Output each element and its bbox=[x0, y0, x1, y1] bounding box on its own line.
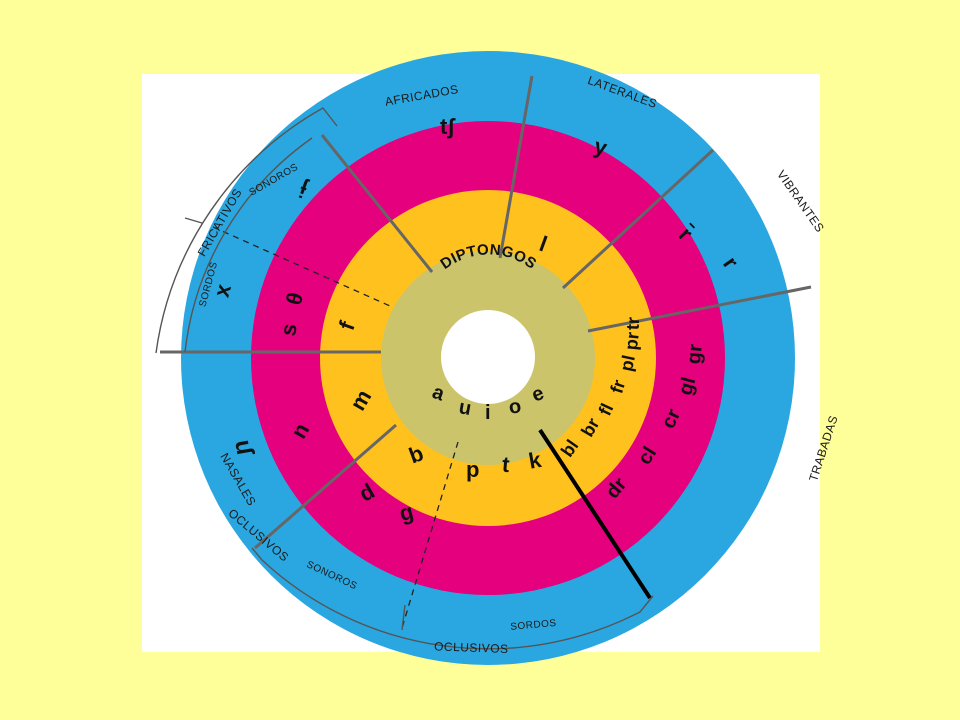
sound-fricativo-s: s bbox=[275, 321, 302, 337]
label-oclusivos-bottom: OCLUSIVOS bbox=[434, 639, 509, 656]
divider-oclusivos-trabadas bbox=[538, 428, 652, 600]
sound-nasal-outer: ɲ bbox=[227, 438, 256, 459]
bracket-fricativos-outer bbox=[155, 107, 338, 354]
bracket-tick-oclusivos bbox=[401, 604, 406, 631]
bracket-oclusivos-outer bbox=[251, 547, 654, 650]
center-hole bbox=[441, 310, 535, 404]
label-trabadas: TRABADAS bbox=[806, 414, 841, 484]
sound-africado: tʃ bbox=[440, 114, 456, 139]
sound-oclusivo-k: k bbox=[527, 447, 544, 474]
divider-nasales-oclusivos bbox=[254, 423, 397, 550]
bracket-lines bbox=[155, 107, 654, 650]
cluster-tr: tr bbox=[623, 317, 643, 331]
bracket-tick-fricativos bbox=[184, 217, 203, 224]
label-vibrantes: VIBRANTES bbox=[774, 168, 827, 235]
bracket-fricativos-inner bbox=[184, 137, 313, 353]
vowel-i: i bbox=[485, 402, 491, 424]
divider-vibrantes-trabadas bbox=[587, 285, 812, 333]
cluster-pl: pl bbox=[616, 353, 639, 373]
sound-oclusivo-p: p bbox=[466, 457, 479, 482]
cluster-fr: fr bbox=[606, 377, 629, 396]
vowel-o: o bbox=[507, 395, 523, 419]
sector-dividers bbox=[160, 75, 812, 550]
cluster-gl: gl bbox=[674, 375, 700, 398]
label-sordos-bottom: SORDOS bbox=[510, 618, 557, 633]
cluster-pr: pr bbox=[621, 331, 643, 351]
divider-africados-laterales bbox=[498, 75, 534, 259]
divider-fricativos-africados bbox=[320, 134, 434, 273]
divider-laterales-vibrantes bbox=[561, 148, 715, 290]
vowel-u: u bbox=[457, 396, 473, 420]
cluster-gr: gr bbox=[683, 343, 707, 365]
sound-oclusivo-t: t bbox=[501, 452, 511, 478]
sound-oclusivo-g: g bbox=[397, 499, 416, 527]
